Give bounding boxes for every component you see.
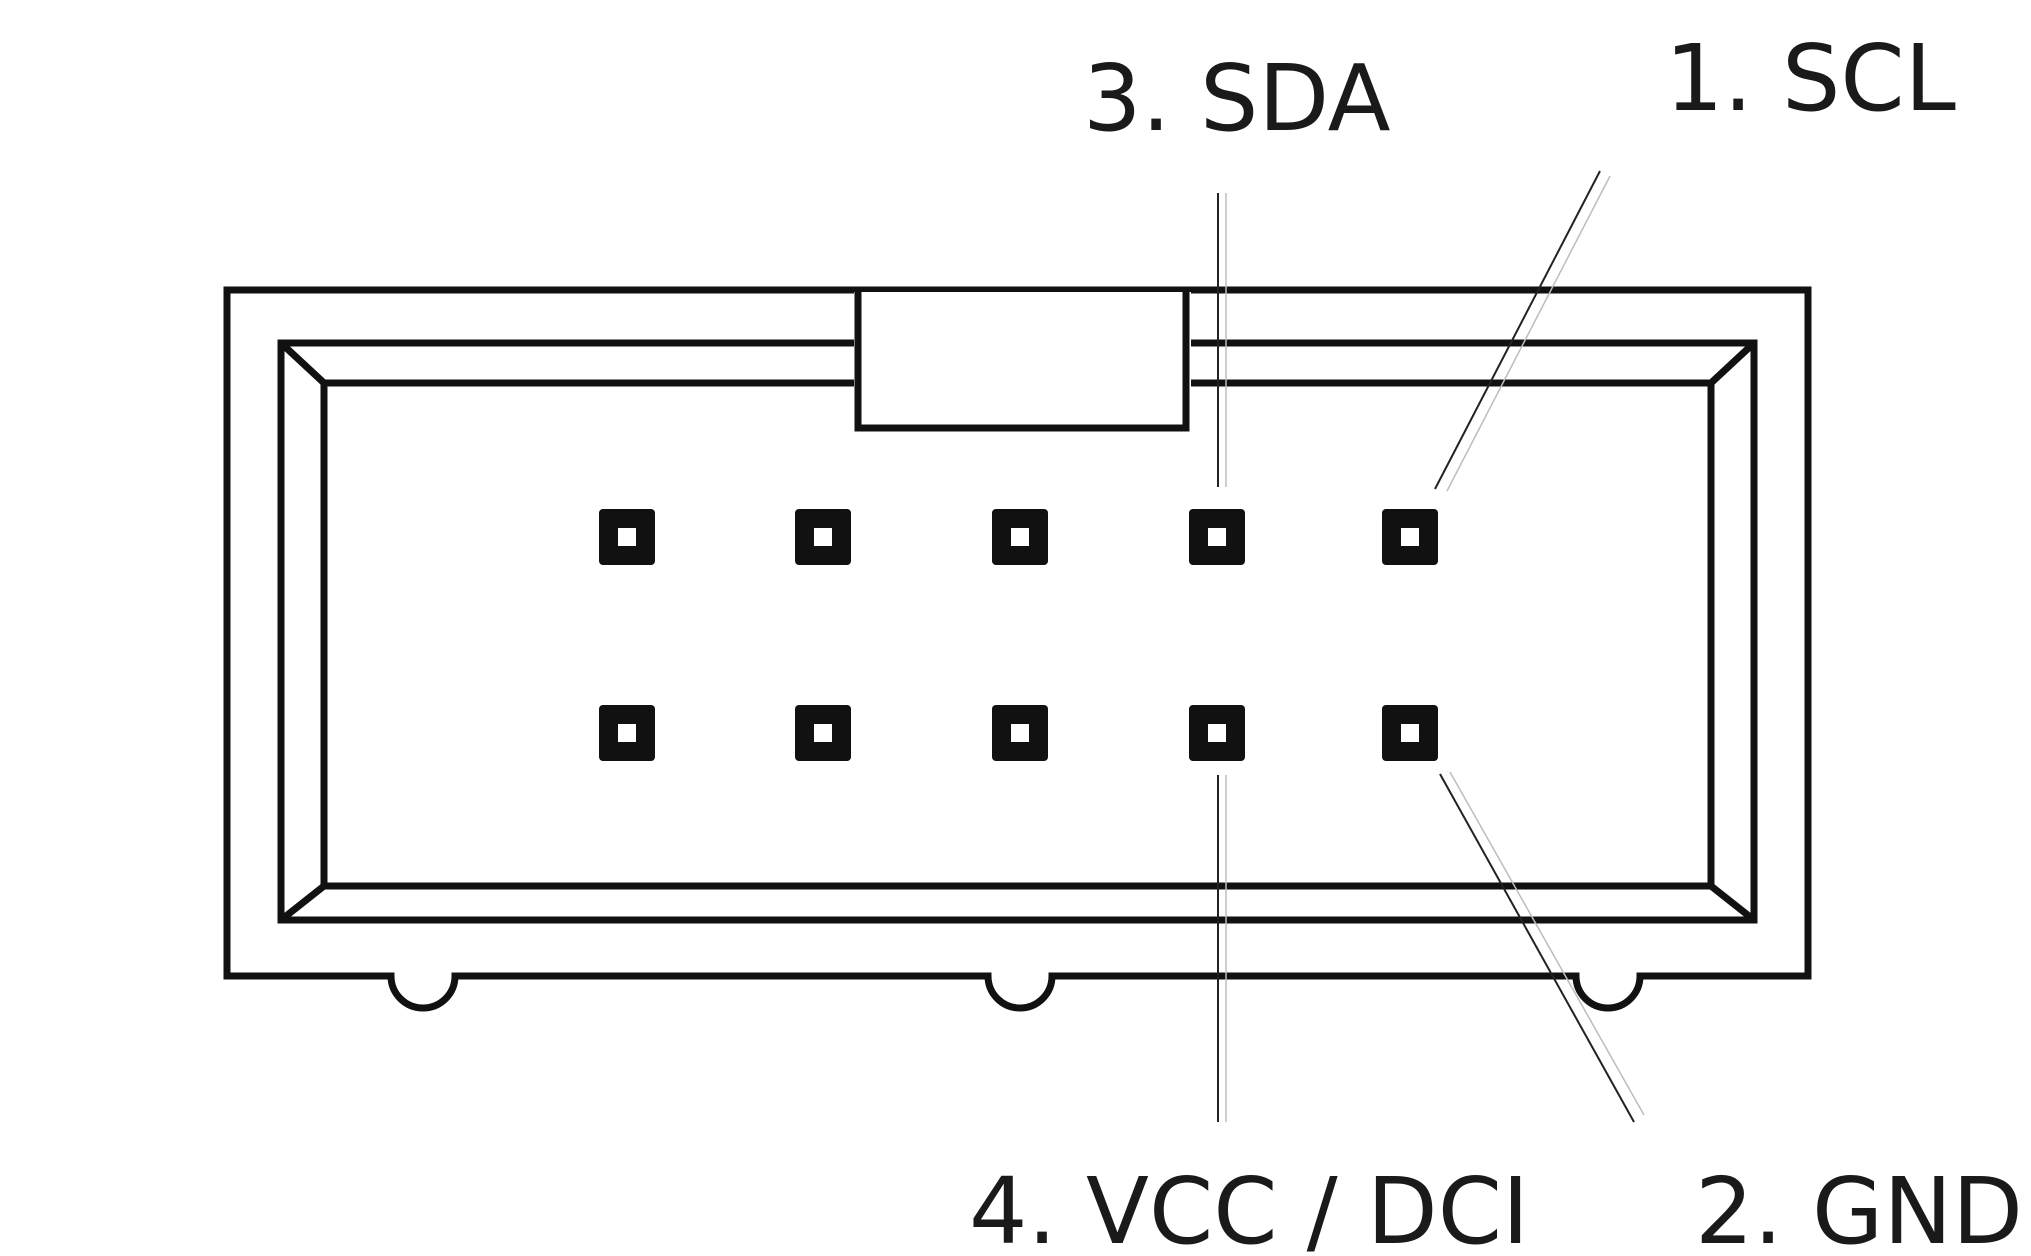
label-pin1-scl: 1. SCL [1665,25,1956,132]
inner-cavity [320,379,1715,890]
leader-lines [1217,170,1645,1123]
pin-hole-top-3 [1011,528,1029,546]
leader-pin1 [1434,170,1601,490]
label-pin2-gnd: 2. GND [1695,1158,2023,1256]
key-notch-mask [854,292,1191,428]
pin-hole-bottom-3 [1011,724,1029,742]
bevel-top-left [278,340,327,386]
label-pin4-vcc-dci: 4. VCC / DCI [969,1158,1529,1256]
bevel-bottom-right [1708,883,1757,923]
pin-hole-bottom-1 [618,724,636,742]
connector-housing [223,286,1812,1012]
pin-hole-bottom-5 [1401,724,1419,742]
leader-pin2-ghost [1449,771,1645,1116]
bevel-bottom-left [278,883,327,923]
leader-pin2 [1439,773,1635,1123]
leader-pin1-ghost [1446,175,1611,492]
pin-hole-top-1 [618,528,636,546]
pin-hole-bottom-2 [814,724,832,742]
pin-hole-bottom-4 [1208,724,1226,742]
pin-grid [599,509,1438,761]
pin-hole-top-2 [814,528,832,546]
bevel-top-right [1708,340,1757,386]
outer-shell [223,286,1812,1012]
pin-hole-top-4 [1208,528,1226,546]
key-notch [854,292,1190,432]
label-pin3-sda: 3. SDA [1083,45,1391,152]
pin-hole-top-5 [1401,528,1419,546]
